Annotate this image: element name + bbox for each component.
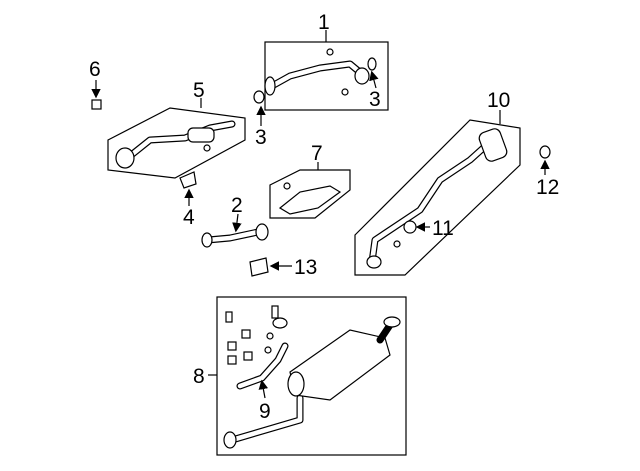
- part-5-converter[interactable]: [107, 98, 246, 179]
- callout-3a: 3: [369, 88, 381, 111]
- callout-10: 10: [487, 89, 510, 112]
- part-1-front-pipe[interactable]: [264, 30, 389, 111]
- callout-8: 8: [193, 365, 205, 388]
- callout-4: 4: [183, 206, 195, 229]
- part-2-pipe[interactable]: [201, 223, 269, 248]
- part-4-gasket[interactable]: [179, 171, 197, 189]
- callout-2: 2: [231, 194, 243, 217]
- callout-13: 13: [294, 256, 317, 279]
- callout-7: 7: [311, 142, 323, 165]
- callout-3b: 3: [255, 126, 267, 149]
- part-8-muffler-assembly[interactable]: [208, 296, 407, 456]
- part-3-gasket[interactable]: [253, 90, 265, 104]
- callout-5: 5: [193, 79, 205, 102]
- part-12-grommet[interactable]: [539, 145, 551, 159]
- callout-1: 1: [318, 11, 330, 34]
- part-11-grommet[interactable]: [403, 220, 417, 234]
- part-7-converter[interactable]: [269, 162, 351, 219]
- callout-11: 11: [432, 217, 454, 240]
- part-13-hanger[interactable]: [249, 257, 269, 277]
- part-9-pipe[interactable]: [236, 342, 289, 390]
- part-6-sensor[interactable]: [91, 99, 102, 110]
- callout-9: 9: [259, 400, 271, 423]
- callout-12: 12: [536, 176, 559, 199]
- callout-6: 6: [89, 58, 101, 81]
- part-10-intermediate-pipe[interactable]: [354, 110, 521, 276]
